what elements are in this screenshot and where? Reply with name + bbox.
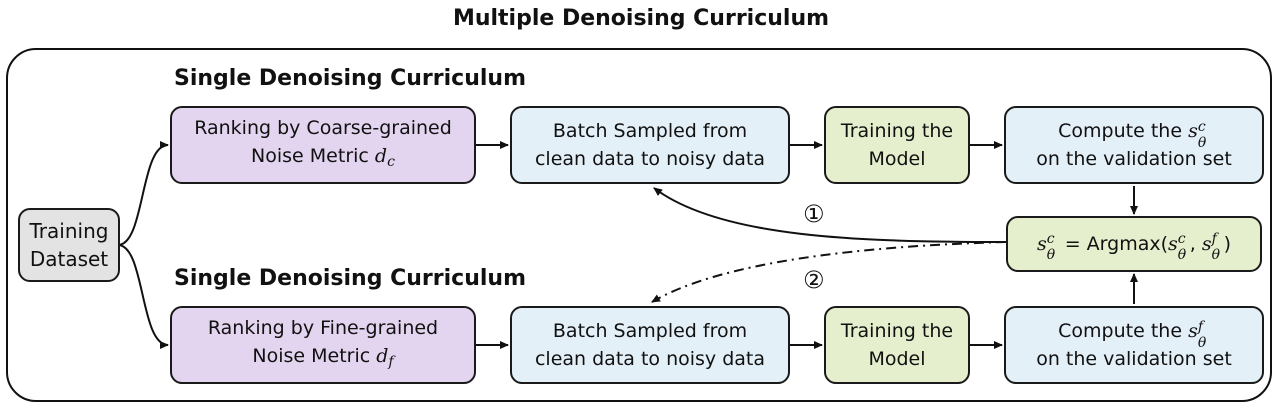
top-batch-line1: Batch Sampled from (552, 120, 748, 142)
bottom-batch-line2: clean data to noisy data (534, 348, 765, 370)
top-score-subscript: θ (1197, 134, 1207, 151)
argmax-func: Argmax( (1086, 233, 1169, 255)
top-train-line2: Model (868, 148, 926, 170)
arrow-feedback-two (651, 241, 1007, 303)
top-batch-line2: clean data to noisy data (534, 148, 765, 170)
fine-ranking-line2: Noise Metric df (252, 342, 393, 376)
bottom-score-subscript: θ (1197, 334, 1207, 351)
top-train-box: Training the Model (824, 106, 970, 184)
argmax-lhs-sub: θ (1046, 247, 1056, 263)
training-dataset-line1: Training (29, 219, 109, 243)
argmax-b-sup: f (1211, 231, 1217, 247)
arrow-dataset-to-fine-ranking (117, 244, 169, 349)
argmax-lhs-sup: c (1046, 231, 1055, 247)
fine-ranking-line1: Ranking by Fine-grained (207, 317, 439, 339)
argmax-equals: = (1064, 233, 1081, 255)
coarse-ranking-line2-text: Noise Metric (251, 145, 369, 167)
top-score-superscript: c (1197, 118, 1206, 135)
top-compute-line1-text: Compute the (1058, 120, 1183, 142)
argmax-a-symbol: s (1168, 233, 1178, 255)
bottom-section-label: Single Denoising Curriculum (174, 266, 526, 291)
bottom-train-line2: Model (868, 348, 926, 370)
fine-metric-subscript: f (388, 354, 394, 370)
coarse-metric-symbol: d (374, 145, 388, 167)
argmax-a-sub: θ (1177, 247, 1187, 263)
arrow-dataset-to-coarse-ranking (117, 141, 169, 246)
coarse-ranking-box: Ranking by Coarse-grained Noise Metric d… (170, 106, 476, 184)
bottom-score-superscript: f (1197, 318, 1204, 335)
bottom-train-line1: Training the (840, 320, 954, 342)
argmax-a-sup: c (1177, 231, 1186, 247)
bottom-compute-line1-text: Compute the (1058, 320, 1183, 342)
outer-frame (6, 48, 1272, 402)
arrow-feedback-one (653, 187, 1007, 243)
bottom-train-box: Training the Model (824, 306, 970, 384)
bottom-score-symbol: s (1188, 320, 1198, 342)
bottom-compute-line2: on the validation set (1036, 348, 1232, 370)
top-section-label: Single Denoising Curriculum (174, 66, 526, 91)
argmax-b-sub: θ (1211, 247, 1221, 263)
argmax-comma: , (1189, 233, 1196, 255)
argmax-close: ) (1223, 233, 1232, 255)
coarse-ranking-line2: Noise Metric dc (251, 142, 395, 176)
argmax-b-symbol: s (1201, 233, 1212, 255)
top-batch-box: Batch Sampled from clean data to noisy d… (510, 106, 790, 184)
diagram-title: Multiple Denoising Curriculum (452, 6, 830, 31)
coarse-ranking-line1: Ranking by Coarse-grained (194, 117, 452, 139)
bottom-batch-box: Batch Sampled from clean data to noisy d… (510, 306, 790, 384)
fine-metric-symbol: d (376, 345, 389, 367)
training-dataset-box: Training Dataset (18, 208, 120, 282)
top-score-symbol: s (1188, 120, 1198, 142)
fine-ranking-line2-text: Noise Metric (252, 345, 371, 367)
marker-one: ① (803, 200, 825, 228)
coarse-metric-subscript: c (387, 154, 395, 170)
top-compute-line2: on the validation set (1036, 148, 1232, 170)
marker-two: ② (803, 266, 825, 294)
fine-ranking-box: Ranking by Fine-grained Noise Metric df (170, 306, 476, 384)
argmax-lhs-symbol: s (1036, 233, 1047, 255)
bottom-batch-line1: Batch Sampled from (552, 320, 748, 342)
top-train-line1: Training the (840, 120, 954, 142)
training-dataset-line2: Dataset (29, 247, 109, 271)
